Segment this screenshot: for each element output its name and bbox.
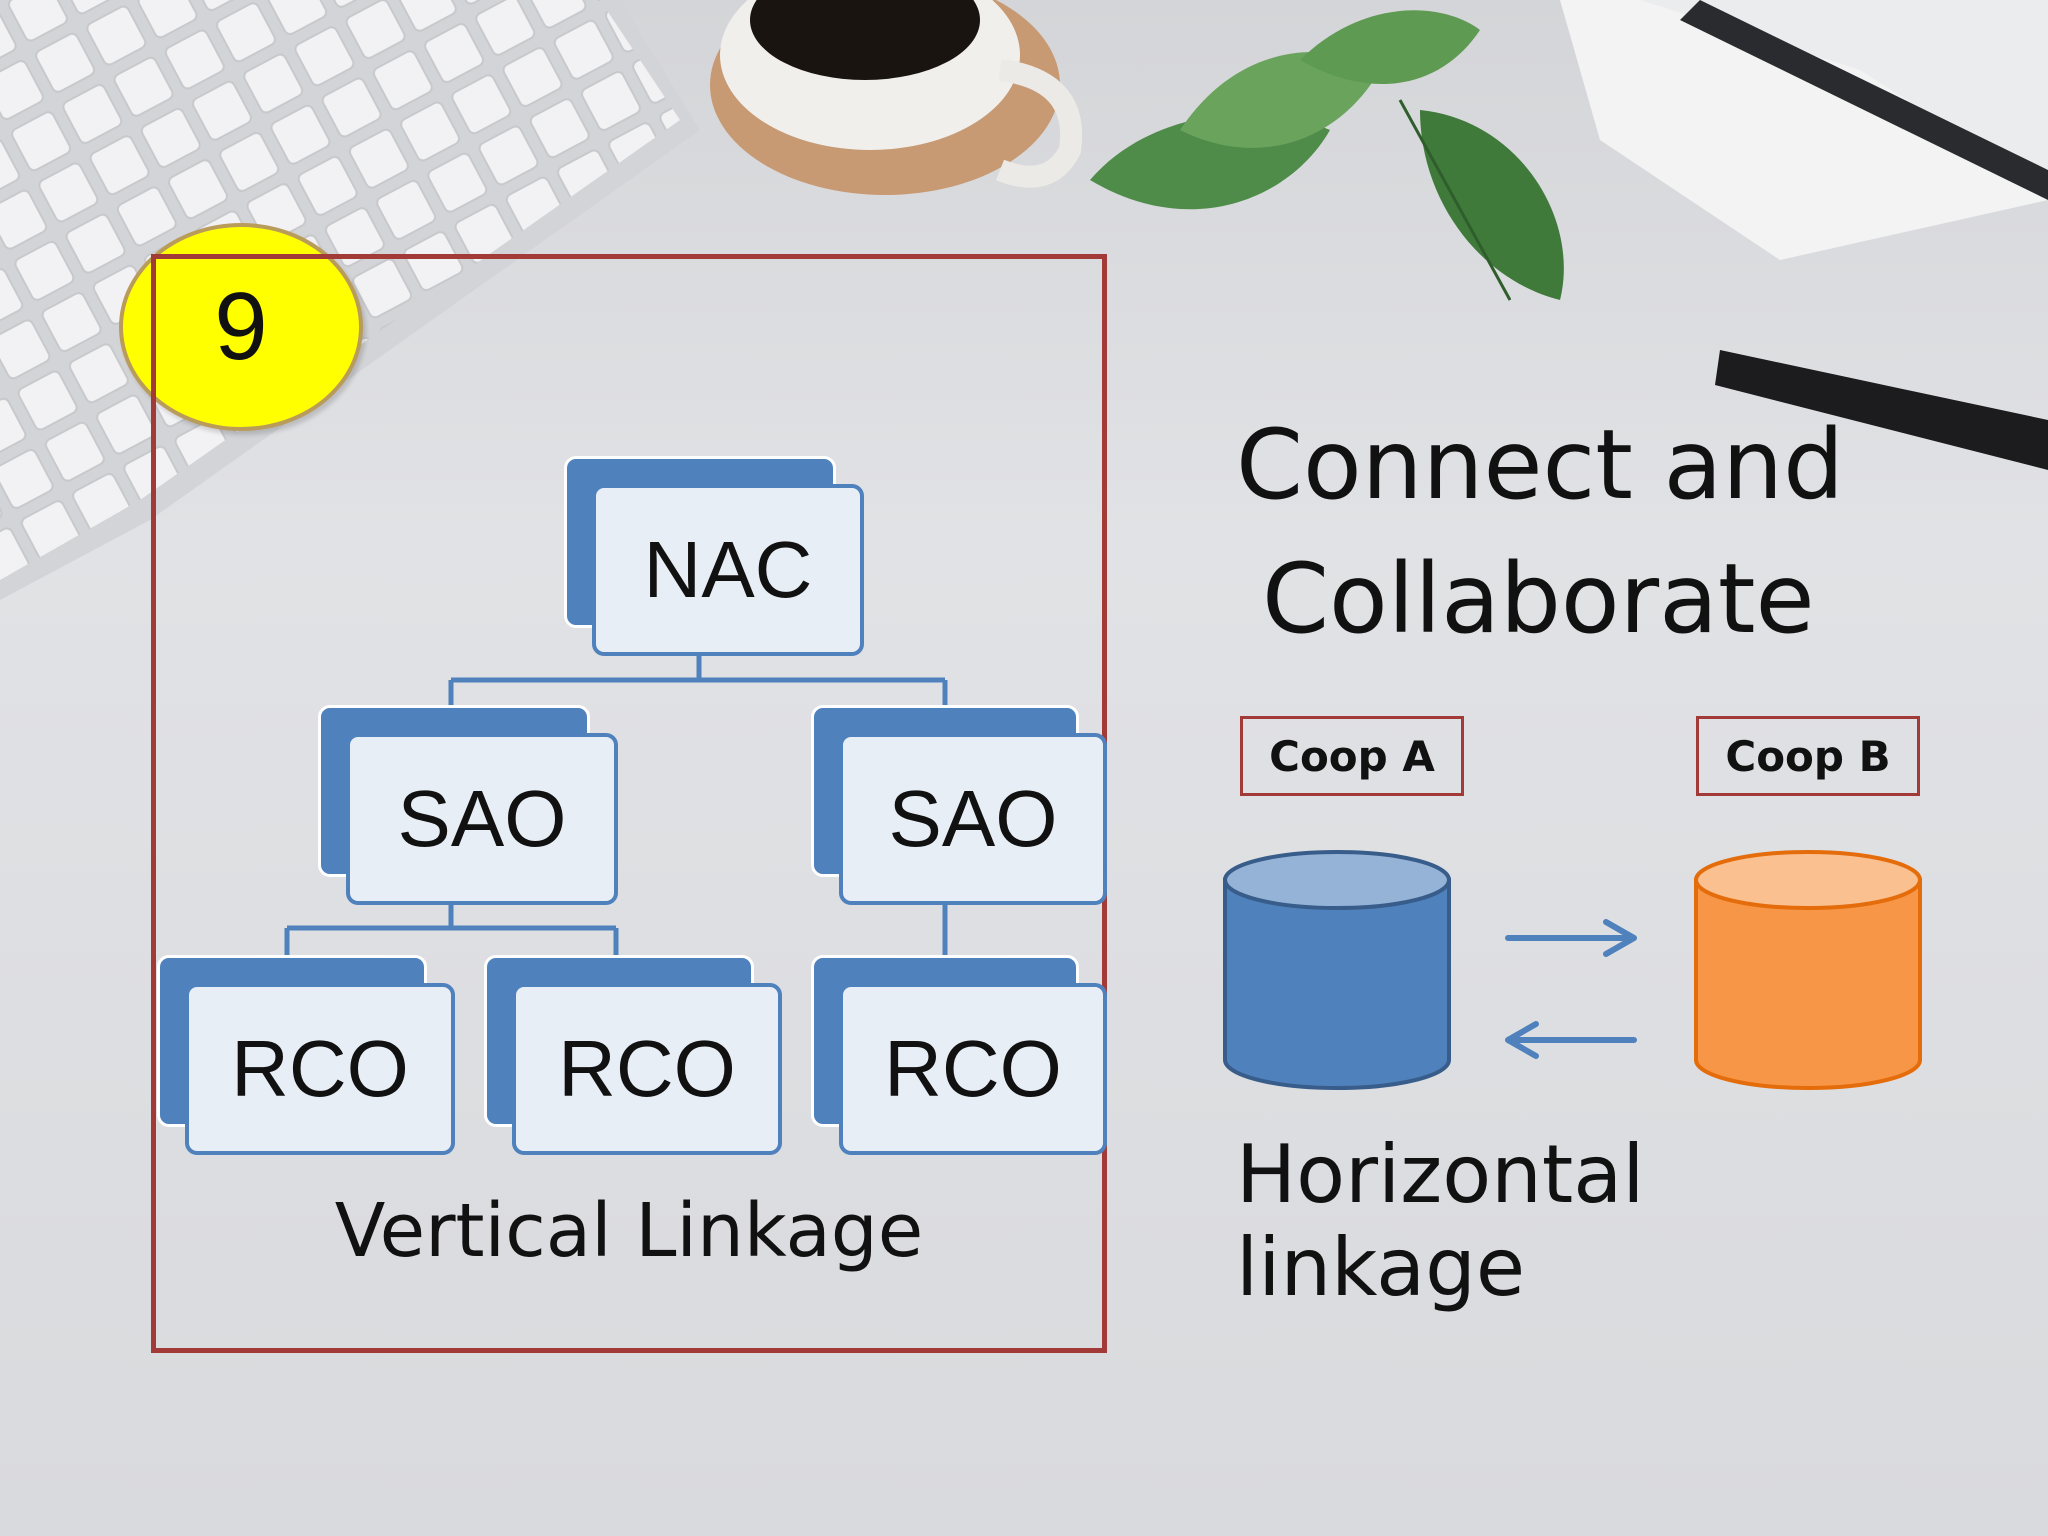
slide-number: 9 — [214, 273, 268, 380]
title-line-1: Connect and — [1236, 409, 1845, 521]
arrow-left-icon — [1505, 1021, 1637, 1059]
arrow-right-icon — [1505, 919, 1637, 957]
node-label: SAO — [888, 774, 1058, 863]
coop-a-cylinder — [1223, 850, 1451, 1090]
plant-leaves — [1090, 10, 1564, 301]
node-sao-left: SAO — [318, 705, 618, 905]
connect-collaborate-title: Connect and Collaborate — [1236, 398, 1956, 666]
papers — [1560, 0, 2048, 260]
node-nac: NAC — [564, 456, 864, 656]
node-box: RCO — [839, 983, 1107, 1155]
node-box: NAC — [592, 484, 864, 656]
node-box: SAO — [346, 733, 618, 905]
node-box: SAO — [839, 733, 1107, 905]
horizontal-linkage-caption: Horizontal linkage — [1236, 1128, 1645, 1314]
coop-b-label: Coop B — [1696, 716, 1920, 796]
node-box: RCO — [512, 983, 782, 1155]
node-rco-2: RCO — [484, 955, 782, 1155]
coop-a-label: Coop A — [1240, 716, 1464, 796]
node-label: NAC — [643, 525, 813, 614]
node-rco-3: RCO — [811, 955, 1107, 1155]
coffee-cup — [710, 0, 1083, 195]
coop-b-cylinder — [1694, 850, 1922, 1090]
node-rco-1: RCO — [157, 955, 455, 1155]
node-label: RCO — [558, 1024, 736, 1113]
title-line-2: Collaborate — [1262, 543, 1815, 655]
node-label: RCO — [231, 1024, 409, 1113]
node-box: RCO — [185, 983, 455, 1155]
vertical-linkage-caption: Vertical Linkage — [334, 1188, 924, 1274]
pen — [1715, 350, 2048, 470]
node-label: SAO — [397, 774, 567, 863]
node-label: RCO — [884, 1024, 1062, 1113]
node-sao-right: SAO — [811, 705, 1107, 905]
